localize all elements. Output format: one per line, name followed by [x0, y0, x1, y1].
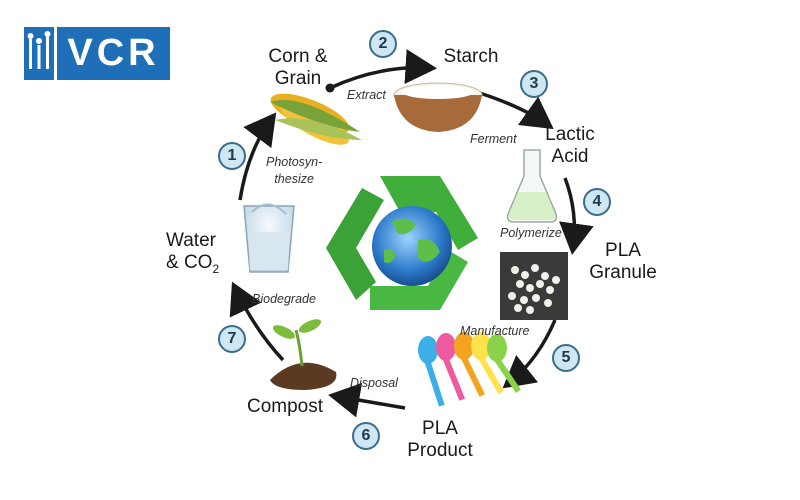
process-ferment: Ferment [470, 132, 517, 146]
sprout-icon [270, 319, 337, 390]
node-pla-product: PLA Product [407, 418, 473, 461]
process-extract: Extract [347, 88, 386, 102]
arrow-polymerize [559, 177, 594, 255]
logo-symbol-icon [24, 27, 54, 80]
process-disposal: Disposal [350, 376, 398, 390]
water-glass-icon [243, 203, 295, 273]
step-6: 6 [352, 422, 380, 450]
step-1: 1 [218, 142, 246, 170]
water-co2-text: Water & CO [166, 230, 216, 273]
granules-icon [500, 252, 568, 320]
process-polymerize: Polymerize [500, 226, 562, 240]
recycle-globe-icon [326, 176, 478, 310]
step-4: 4 [583, 188, 611, 216]
arrow-photosynthesize [238, 112, 277, 201]
corn-icon [270, 93, 362, 145]
process-manufacture: Manufacture [460, 324, 530, 338]
cycle-start-dot [325, 83, 335, 93]
flask-icon [506, 149, 558, 223]
process-biodegrade: Biodegrade [252, 292, 316, 306]
step-7: 7 [218, 325, 246, 353]
arrow-manufacture [502, 319, 557, 389]
node-lactic-acid: Lactic Acid [545, 124, 595, 167]
step-3: 3 [520, 70, 548, 98]
vcr-logo: VCR [24, 27, 170, 80]
arrow-biodegrade [229, 281, 285, 362]
node-starch: Starch [443, 46, 499, 67]
arrow-disposal [328, 382, 406, 418]
co2-subscript: 2 [212, 261, 220, 276]
logo-text: VCR [57, 27, 170, 80]
node-compost: Compost [246, 396, 324, 417]
node-pla-granule: PLA Granule [589, 240, 657, 283]
step-5: 5 [552, 344, 580, 372]
process-photosynthesize: Photosyn- thesize [266, 155, 323, 186]
starch-bowl-icon [393, 82, 483, 132]
spoons-icon [418, 332, 521, 407]
node-corn-grain: Corn & Grain [268, 46, 328, 89]
arrow-extract [329, 49, 437, 90]
node-water-co2: Water & CO2 [166, 230, 236, 280]
step-2: 2 [369, 30, 397, 58]
